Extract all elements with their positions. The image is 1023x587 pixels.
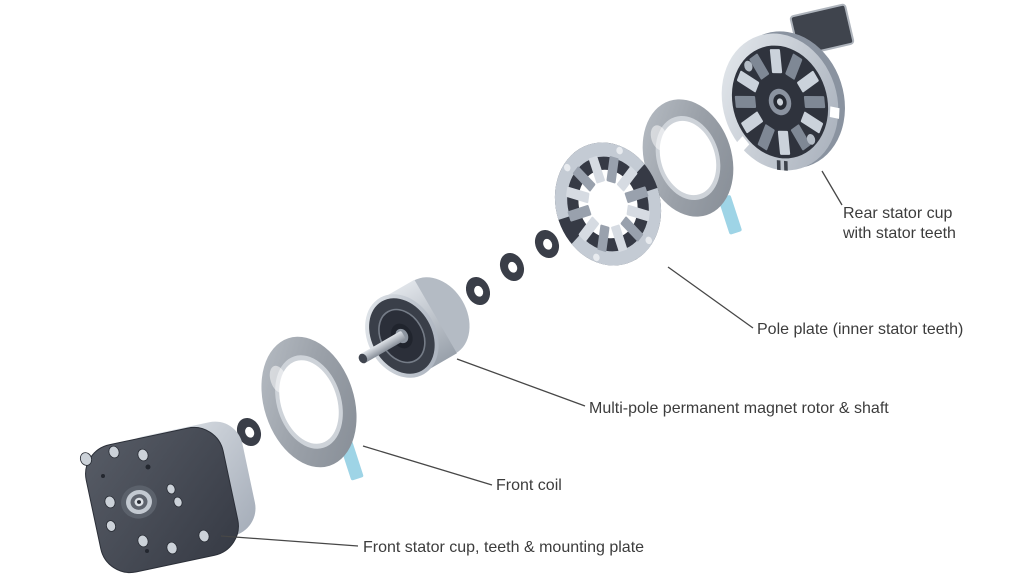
label-front-stator-cup: Front stator cup, teeth & mounting plate xyxy=(363,539,645,556)
rear-coil xyxy=(642,99,742,235)
rear-coil-terminal xyxy=(718,195,742,235)
leader-front-coil xyxy=(362,445,493,486)
pole-plate xyxy=(554,142,662,266)
bearing-boss xyxy=(121,485,157,519)
leader-rotor xyxy=(456,358,586,407)
mounting-plate-holes xyxy=(79,445,210,555)
leader-pole-plate xyxy=(667,266,754,329)
rotor-and-shaft xyxy=(358,277,470,378)
leader-front-stator-cup xyxy=(220,535,359,547)
label-pole-plate: Pole plate (inner stator teeth) xyxy=(757,321,964,338)
rear-stator-cup xyxy=(721,31,845,171)
label-rear-stator-cup: Rear stator cup with stator teeth xyxy=(843,205,956,242)
label-rotor-shaft: Multi-pole permanent magnet rotor & shaf… xyxy=(589,400,889,417)
front-coil xyxy=(261,336,364,481)
label-front-coil: Front coil xyxy=(496,477,562,494)
front-stator-cup xyxy=(79,421,256,574)
spacer-washers-rear xyxy=(461,226,564,309)
rotor-shaft xyxy=(360,331,406,363)
leader-rear-stator-cup xyxy=(821,170,843,206)
